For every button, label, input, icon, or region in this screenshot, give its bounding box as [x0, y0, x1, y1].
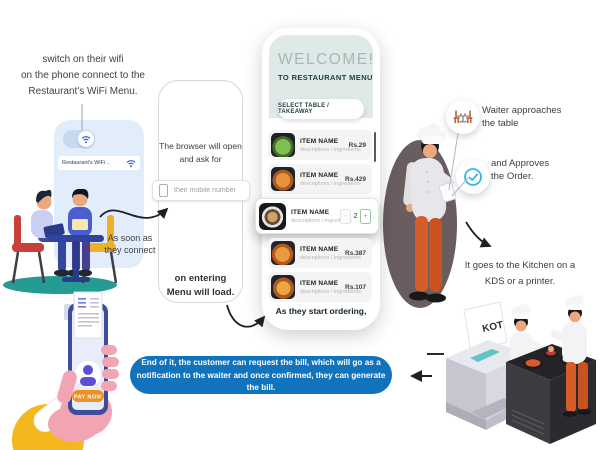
- item-name: ITEM NAME: [291, 208, 330, 216]
- item-name: ITEM NAME: [300, 171, 339, 179]
- menu-item-text: ITEM NAME descriptions / ingredients: [300, 171, 361, 187]
- quantity-value: 2: [353, 212, 358, 220]
- menu-item-list: ITEM NAME descriptions / ingredients Rs.…: [255, 130, 379, 302]
- receipt: [73, 291, 103, 339]
- wifi-step-line2: on the phone connect to the: [21, 70, 145, 81]
- menu-item-row[interactable]: ITEM NAME descriptions / ingredients Rs.…: [268, 272, 372, 302]
- approach-line1: Waiter approaches: [482, 105, 562, 116]
- welcome-title: WELCOME!: [278, 51, 373, 68]
- item-description: descriptions / ingredients: [300, 146, 361, 153]
- waiter-step-circle: [446, 100, 480, 134]
- bill-note-line1: End of it, the customer can request the …: [141, 357, 381, 367]
- menu-item-row[interactable]: ITEM NAME descriptions / ingredients - 2…: [255, 198, 379, 234]
- arrow-ordering: [226, 304, 266, 328]
- item-name: ITEM NAME: [300, 245, 339, 253]
- browser-text-line2: and ask for: [179, 154, 222, 164]
- menu-item-text: ITEM NAME descriptions / ingredients: [300, 245, 361, 261]
- wifi-toggle-knob: [78, 131, 94, 147]
- waiter-illustration: [383, 123, 457, 308]
- chef-right: [548, 295, 591, 417]
- item-description: descriptions / ingredients: [300, 288, 361, 295]
- item-price: Rs.29: [348, 141, 366, 149]
- connect-note-line1: As soon as: [107, 233, 153, 243]
- item-description: descriptions / ingredients: [300, 180, 361, 187]
- connect-note-line2: they connect: [104, 245, 156, 255]
- item-name: ITEM NAME: [300, 279, 339, 287]
- wifi-network-row[interactable]: Restaurant's WiFi ..: [58, 156, 140, 170]
- menu-item-row[interactable]: ITEM NAME descriptions / ingredients Rs.…: [268, 164, 372, 194]
- item-price: Rs.107: [345, 283, 366, 291]
- item-description: descriptions / ingredients: [300, 254, 361, 261]
- item-description: descriptions / ingredients: [291, 217, 352, 224]
- waiter-approve-note: and Approves the Order.: [491, 157, 581, 183]
- item-name: ITEM NAME: [300, 137, 339, 145]
- pay-now-button: [72, 390, 104, 402]
- kitchen-illustration: KOT: [446, 295, 596, 444]
- connect-note: As soon as they connect: [98, 232, 162, 256]
- table-icon: [453, 110, 473, 124]
- menu-scrollbar[interactable]: [374, 132, 376, 162]
- food-photo: [259, 202, 286, 230]
- menu-subtitle: TO RESTAURANT MENU: [278, 73, 373, 82]
- mobile-number-input-wrap: [152, 180, 250, 201]
- wifi-network-label: Restaurant's WiFi ..: [62, 160, 110, 166]
- menu-item-text: ITEM NAME descriptions / ingredients: [300, 137, 361, 153]
- wifi-icon: [81, 135, 91, 143]
- browser-footer-line2: Menu will load.: [166, 287, 235, 298]
- wifi-icon: [126, 159, 136, 167]
- phone-icon: [159, 184, 168, 197]
- payment-hand-illustration: PAY NOW: [12, 291, 119, 450]
- bill-note-line2: notification to the waiter and once conf…: [136, 370, 386, 392]
- minus-button[interactable]: -: [340, 208, 352, 224]
- quantity-stepper: - 2 +: [340, 208, 371, 224]
- menu-item-row[interactable]: ITEM NAME descriptions / ingredients Rs.…: [268, 238, 372, 268]
- item-price: Rs.429: [345, 175, 366, 183]
- waiter-approach-note: Waiter approaches the table: [482, 104, 572, 130]
- browser-footer-line1: on entering: [174, 273, 227, 284]
- menu-item-row[interactable]: ITEM NAME descriptions / ingredients Rs.…: [268, 130, 372, 160]
- plus-button[interactable]: +: [360, 208, 371, 224]
- kitchen-note: It goes to the Kitchen on a KDS or a pri…: [455, 258, 585, 289]
- wifi-step-line1: switch on their wifi: [42, 54, 124, 65]
- approve-step-circle: [456, 160, 490, 194]
- wifi-toggle[interactable]: [63, 130, 95, 148]
- bill-note-box: End of it, the customer can request the …: [130, 356, 392, 394]
- food-photo: [271, 133, 295, 157]
- wifi-step-text: switch on their wifi on the phone connec…: [8, 52, 158, 100]
- food-photo: [271, 167, 295, 191]
- mobile-number-input[interactable]: [172, 186, 243, 195]
- menu-item-text: ITEM NAME descriptions / ingredients: [291, 208, 352, 224]
- check-icon: [464, 168, 482, 186]
- menu-item-text: ITEM NAME descriptions / ingredients: [300, 279, 361, 295]
- item-price: Rs.387: [345, 249, 366, 257]
- approach-line2: the table: [482, 118, 519, 129]
- kitchen-note-line2: KDS or a printer.: [484, 275, 556, 287]
- wifi-step-line3: Restaurant's WiFi Menu.: [28, 86, 138, 97]
- pay-now-label[interactable]: PAY NOW: [74, 395, 102, 401]
- food-photo: [271, 241, 295, 265]
- approve-line1: and Approves: [491, 158, 550, 169]
- select-table-button[interactable]: SELECT TABLE / TAKEAWAY: [278, 99, 364, 119]
- kitchen-note-line1: It goes to the Kitchen on a: [464, 260, 576, 271]
- ordering-note: As they start ordering,: [275, 306, 367, 316]
- browser-phone-text: The browser will open and ask for: [158, 140, 243, 166]
- approve-line2: the Order.: [491, 171, 534, 182]
- food-photo: [271, 275, 295, 299]
- browser-text-line1: The browser will open: [159, 141, 242, 151]
- customers-illustration: [3, 188, 118, 294]
- browser-footer-text: on entering Menu will load.: [158, 272, 243, 300]
- kot-label: KOT: [481, 320, 504, 335]
